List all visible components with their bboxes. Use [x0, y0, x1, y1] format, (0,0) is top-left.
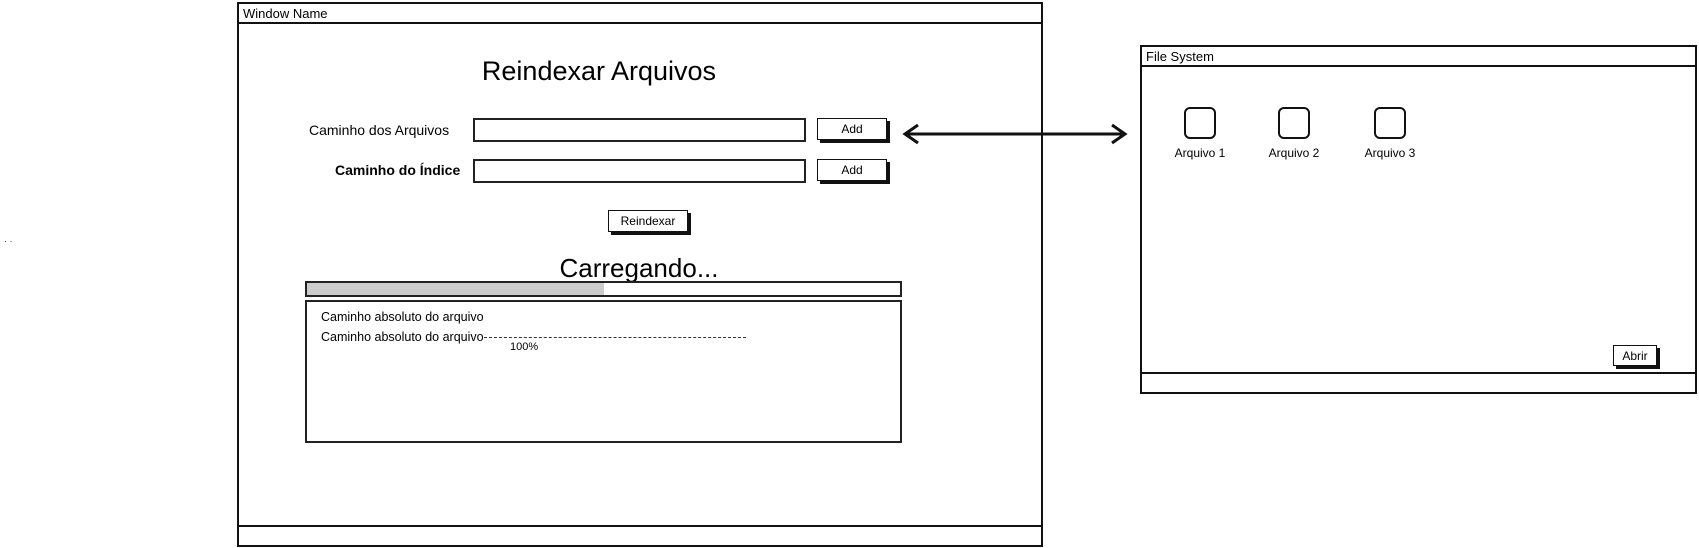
file-label: Arquivo 2: [1268, 146, 1320, 160]
file-icon: [1278, 107, 1310, 139]
file-icon: [1184, 107, 1216, 139]
file-label: Arquivo 1: [1174, 146, 1226, 160]
index-path-add-button[interactable]: Add: [817, 159, 887, 181]
files-path-add-button[interactable]: Add: [817, 118, 887, 140]
log-percent: 100%: [510, 341, 539, 353]
file-item[interactable]: Arquivo 1: [1160, 107, 1240, 160]
status-bar: [1142, 372, 1695, 392]
page-title: Reindexar Arquivos: [481, 56, 717, 86]
file-icon: [1374, 107, 1406, 139]
open-button[interactable]: Abrir: [1613, 345, 1657, 366]
log-line-text: Caminho absoluto do arquivo: [321, 310, 484, 324]
log-dash-separator: [483, 337, 746, 339]
loading-text: Carregando...: [559, 253, 719, 283]
file-item[interactable]: Arquivo 2: [1254, 107, 1334, 160]
window-titlebar: File System: [1142, 47, 1695, 67]
index-path-input[interactable]: [473, 159, 806, 183]
log-line-text: Caminho absoluto do arquivo: [321, 330, 484, 344]
stray-mark: · ·: [4, 236, 13, 246]
file-item[interactable]: Arquivo 3: [1350, 107, 1430, 160]
progress-bar: [305, 281, 902, 297]
index-path-label: Caminho do Índice: [335, 162, 461, 178]
file-system-window: File System Arquivo 1 Arquivo 2 Arquivo …: [1140, 45, 1697, 394]
main-window: Window Name Reindexar Arquivos Caminho d…: [237, 2, 1043, 547]
progress-fill: [307, 283, 604, 295]
log-panel[interactable]: Caminho absoluto do arquivo Caminho abso…: [305, 300, 902, 443]
log-line: Caminho absoluto do arquivo: [321, 330, 746, 344]
window-titlebar: Window Name: [239, 4, 1041, 24]
files-path-input[interactable]: [473, 118, 806, 142]
log-line: Caminho absoluto do arquivo: [321, 310, 484, 324]
files-path-label: Caminho dos Arquivos: [309, 122, 450, 138]
double-arrow-icon: [902, 123, 1128, 145]
reindex-button[interactable]: Reindexar: [608, 210, 688, 232]
file-label: Arquivo 3: [1364, 146, 1416, 160]
status-bar: [239, 525, 1041, 545]
